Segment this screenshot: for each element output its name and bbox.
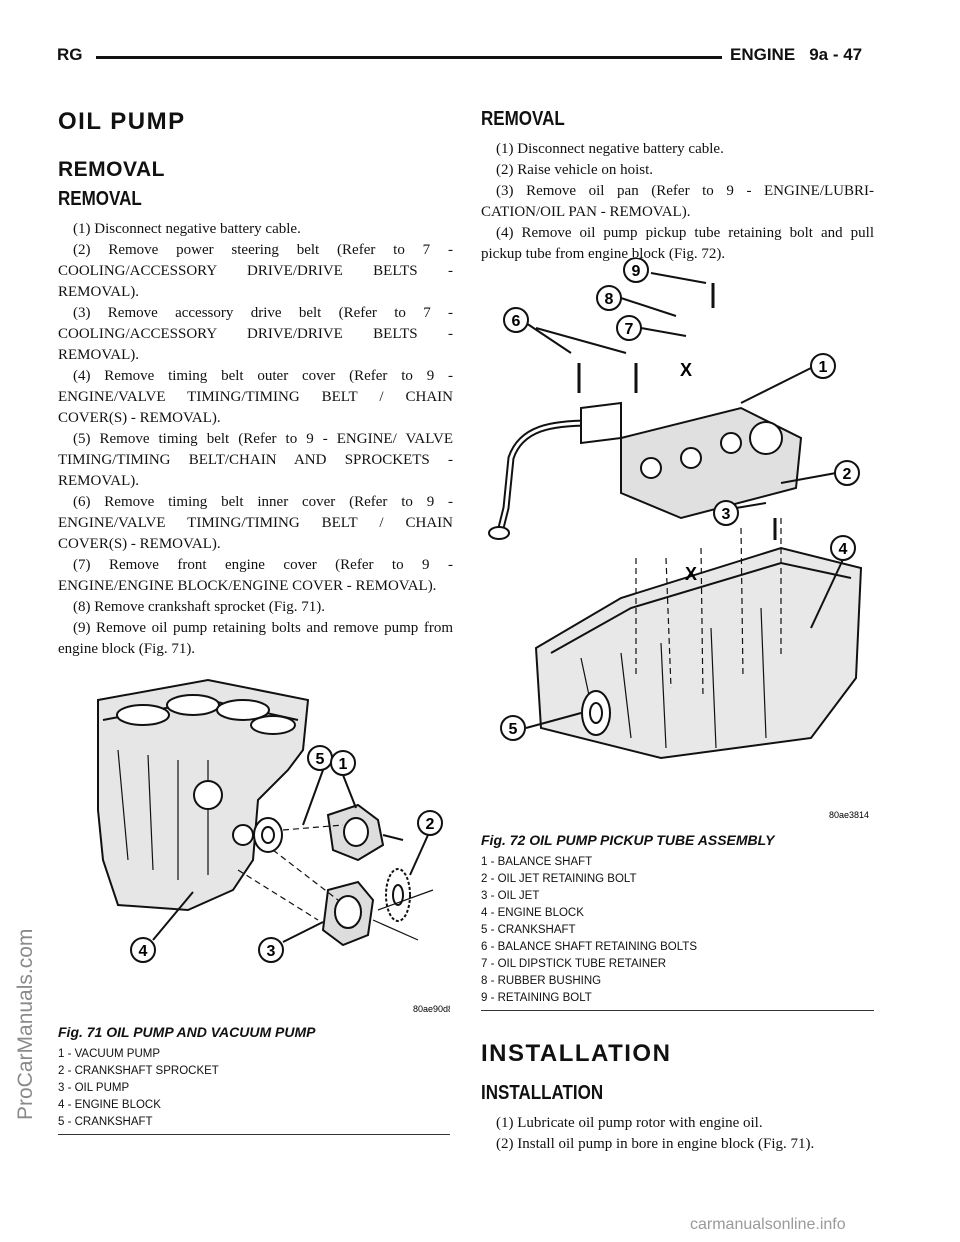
callout-2: 2 — [843, 466, 852, 483]
side-watermark: ProCarManuals.com — [14, 928, 37, 1120]
callout-3: 3 — [267, 943, 276, 960]
step: (1) Disconnect negative battery cable. — [496, 141, 724, 157]
callout-4: 4 — [139, 943, 148, 960]
legend-item: 1 - BALANCE SHAFT — [481, 856, 593, 868]
legend-item: 4 - ENGINE BLOCK — [481, 907, 584, 919]
figure-code: 80ae3814 — [829, 810, 869, 820]
step: (9) Remove oil pump retaining bolts and … — [58, 620, 453, 657]
legend-item: 5 - CRANKSHAFT — [58, 1116, 153, 1128]
callout-5: 5 — [509, 721, 518, 738]
right-column: REMOVAL (1) Disconnect negative battery … — [481, 108, 874, 265]
step: (4) Remove timing belt outer cover (Refe… — [58, 368, 453, 426]
legend-item: 8 - RUBBER BUSHING — [481, 975, 602, 987]
step: (2) Raise vehicle on hoist. — [496, 162, 654, 178]
step: (2) Remove power steering belt (Refer to… — [58, 242, 453, 300]
figure-71: 5 1 2 4 3 80ae90d8 Fig. 71 OIL PUMP AND … — [58, 660, 450, 1135]
header-rule — [96, 56, 722, 59]
callout-1: 1 — [819, 359, 828, 376]
step: (4) Remove oil pump pickup tube retainin… — [481, 225, 874, 262]
legend-item: 1 - VACUUM PUMP — [58, 1048, 161, 1060]
step: (1) Lubricate oil pump rotor with engine… — [496, 1115, 763, 1131]
legend-item: 2 - CRANKSHAFT SPROCKET — [58, 1065, 219, 1077]
legend-item: 7 - OIL DIPSTICK TUBE RETAINER — [481, 958, 667, 970]
mark-x: X — [680, 360, 692, 380]
callout-1: 1 — [339, 756, 348, 773]
legend-item: 3 - OIL JET — [481, 890, 540, 902]
callout-4: 4 — [839, 541, 848, 558]
section-title: INSTALLATION — [481, 1040, 672, 1067]
pickup-tube-illustration: 9 8 6 7 1 2 3 4 5 X X 80ae3814 — [488, 258, 869, 820]
step: (2) Install oil pump in bore in engine b… — [496, 1136, 815, 1152]
callout-2: 2 — [426, 816, 435, 833]
figure-72: 9 8 6 7 1 2 3 4 5 X X 80ae3814 Fig. 72 O… — [481, 258, 874, 1011]
figure-title: Fig. 72 OIL PUMP PICKUP TUBE ASSEMBLY — [481, 832, 775, 848]
step: (7) Remove front engine cover (Refer to … — [58, 557, 453, 594]
left-column: OIL PUMP REMOVAL REMOVAL (1) Disconnect … — [58, 108, 453, 660]
callout-8: 8 — [605, 291, 614, 308]
header-section: ENGINE — [730, 45, 796, 64]
oil-pump-illustration: 5 1 2 4 3 80ae90d8 — [97, 678, 450, 1014]
header-page-number: 9a - 47 — [809, 45, 863, 64]
step: (3) Remove accessory drive belt (Refer t… — [58, 305, 453, 363]
procedure-title: REMOVAL — [58, 188, 142, 210]
legend-item: 4 - ENGINE BLOCK — [58, 1099, 161, 1111]
step: (1) Disconnect negative battery cable. — [73, 221, 301, 237]
figure-code: 80ae90d8 — [413, 1004, 450, 1014]
step: (5) Remove timing belt (Refer to 9 - ENG… — [58, 431, 453, 489]
header-right: ENGINE 9a - 47 — [730, 45, 862, 65]
bottom-watermark: carmanualsonline.info — [690, 1216, 846, 1233]
callout-3: 3 — [722, 506, 731, 523]
step: (3) Remove oil pan (Refer to 9 - ENGINE/… — [481, 183, 874, 220]
legend-item: 6 - BALANCE SHAFT RETAINING BOLTS — [481, 941, 697, 953]
step: (8) Remove crankshaft sprocket (Fig. 71)… — [73, 599, 326, 615]
figure-title: Fig. 71 OIL PUMP AND VACUUM PUMP — [58, 1024, 316, 1040]
procedure-title: REMOVAL — [481, 108, 565, 130]
subsection-title: REMOVAL — [58, 158, 165, 181]
header-left: RG — [57, 45, 83, 64]
legend-item: 9 - RETAINING BOLT — [481, 992, 592, 1004]
legend-item: 5 - CRANKSHAFT — [481, 924, 576, 936]
legend-item: 2 - OIL JET RETAINING BOLT — [481, 873, 637, 885]
procedure-title: INSTALLATION — [481, 1082, 604, 1104]
callout-5: 5 — [316, 751, 325, 768]
callout-7: 7 — [625, 321, 634, 338]
step: (6) Remove timing belt inner cover (Refe… — [58, 494, 453, 552]
callout-9: 9 — [632, 263, 641, 280]
installation-section: INSTALLATION INSTALLATION (1) Lubricate … — [481, 1040, 874, 1155]
legend-item: 3 - OIL PUMP — [58, 1082, 130, 1094]
section-title: OIL PUMP — [58, 108, 186, 135]
mark-x: X — [685, 564, 697, 584]
callout-6: 6 — [512, 313, 521, 330]
